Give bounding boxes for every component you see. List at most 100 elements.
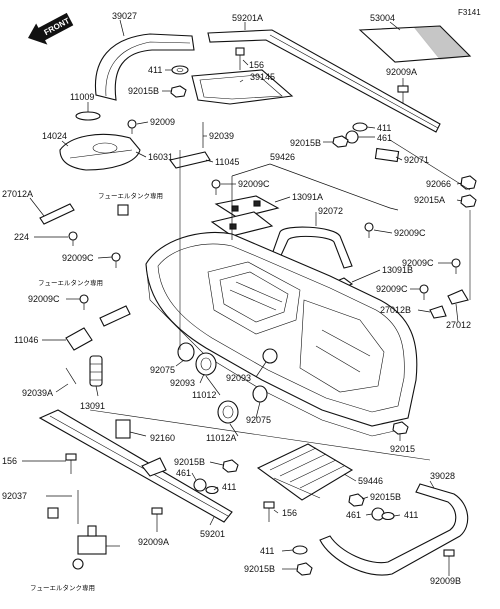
nut-92015b-c (222, 459, 239, 473)
nut-92015b-b (332, 135, 349, 148)
leader-lines (22, 19, 471, 576)
part-92071 (374, 147, 400, 163)
fastener-156-a (235, 47, 245, 70)
callout-461-b: 461 (176, 468, 191, 478)
nut-92015b-a (170, 85, 187, 98)
callout-411-c: 411 (222, 482, 236, 492)
washer-411-e (292, 545, 308, 555)
washer-411-a (171, 65, 189, 75)
callout-92009c-d: 92009C (402, 258, 434, 268)
callout-411-d: 411 (404, 510, 418, 520)
note-fuel-tank-2: フューエルタンク専用 (38, 278, 103, 287)
callout-27012: 27012 (446, 320, 471, 330)
callout-92075-a: 92075 (150, 365, 175, 375)
callout-39145: 39145 (250, 72, 275, 82)
part-13091-clip (89, 355, 103, 387)
callout-92037: 92037 (2, 491, 27, 501)
figure-code: F3141 (458, 8, 481, 17)
part-92072-grip (269, 226, 353, 269)
bolt-156-b (65, 453, 77, 474)
callout-224: 224 (14, 232, 29, 242)
callout-59426: 59426 (270, 152, 295, 162)
callout-14024: 14024 (42, 131, 67, 141)
callout-411-e: 411 (260, 546, 274, 556)
part-92093-grommet-b (262, 348, 278, 364)
callout-59201: 59201 (200, 529, 225, 539)
callout-92009-a: 92009 (150, 117, 175, 127)
screw-92009c-d (451, 258, 461, 274)
callout-11009: 11009 (70, 92, 94, 102)
part-fuel-valve (47, 507, 120, 570)
washer-411-c (205, 485, 219, 495)
callout-92072: 92072 (318, 206, 343, 216)
part-59426-deck (145, 231, 418, 437)
callout-27012a: 27012A (2, 189, 33, 199)
part-59201a-rail (207, 29, 441, 133)
screw-92009c-c (364, 222, 374, 238)
callout-27012b: 27012B (380, 305, 411, 315)
nut-92015b-d (348, 493, 365, 507)
callout-59201a: 59201A (232, 13, 263, 23)
note-fuel-tank-3: フューエルタンク専用 (30, 583, 95, 592)
callout-92071: 92071 (404, 155, 429, 165)
part-small-bracket-b (99, 305, 131, 327)
callout-92160: 92160 (150, 433, 175, 443)
callout-92009c-c: 92009C (394, 228, 426, 238)
part-11012a-grommet (217, 400, 239, 424)
callout-53004: 53004 (370, 13, 395, 23)
callout-labels: 39027 59201A 53004 411 156 39145 92009A … (2, 11, 471, 592)
part-27012a-clip (39, 203, 75, 225)
nut-92015 (392, 421, 409, 435)
part-92066-cap (460, 175, 477, 190)
callout-13091: 13091 (80, 401, 105, 411)
callout-92015b-d: 92015B (370, 492, 401, 502)
washer-411-b (352, 122, 368, 132)
callout-39028: 39028 (430, 471, 455, 481)
callout-92009a-a: 92009A (386, 67, 417, 77)
callout-92009c-a: 92009C (238, 179, 270, 189)
callout-92009a-b: 92009A (138, 537, 169, 547)
callout-92015b-b: 92015B (290, 138, 321, 148)
callout-11012: 11012 (192, 390, 216, 400)
callout-92009c-b: 92009C (62, 253, 94, 263)
callout-156-c: 156 (282, 508, 297, 518)
part-53004-mat (358, 25, 472, 63)
bolt-92009b (443, 549, 455, 568)
callout-411-b: 411 (377, 123, 391, 133)
screw-92009c-a (211, 179, 221, 195)
part-92039a-pin (65, 367, 77, 385)
screw-92009-a (127, 119, 137, 134)
callout-13091a: 13091A (292, 192, 323, 202)
part-59201-rail (38, 409, 233, 523)
part-small-bracket-a (117, 204, 129, 216)
part-14024-cover (59, 133, 141, 171)
bolt-156-c (263, 501, 275, 522)
callout-92093-b: 92093 (226, 373, 251, 383)
callout-92093-a: 92093 (170, 378, 195, 388)
screw-92009c-f (79, 294, 89, 310)
collar-461-c (371, 507, 385, 521)
callout-92066: 92066 (426, 179, 451, 189)
bolt-224 (68, 231, 78, 246)
callout-92015: 92015 (390, 444, 415, 454)
part-92075-plug-a (177, 342, 195, 362)
front-arrow: FRONT (28, 12, 74, 45)
collar-461-b (193, 478, 207, 492)
callout-92015b-a: 92015B (128, 86, 159, 96)
screw-92009c-e (419, 284, 429, 300)
callout-156-a: 156 (249, 60, 264, 70)
part-11045-strap (169, 151, 211, 169)
screw-92009c-b (111, 252, 121, 268)
part-39145-cover (191, 69, 294, 105)
callout-11012a: 11012A (206, 433, 236, 443)
part-11046-bracket (65, 327, 93, 351)
callout-156-b: 156 (2, 456, 17, 466)
callout-92015a: 92015A (414, 195, 445, 205)
part-11009-gasket (75, 111, 101, 121)
part-11012-grommet (195, 352, 217, 376)
nut-92015b-e (296, 562, 313, 576)
part-27012b-bracket (429, 305, 447, 319)
note-fuel-tank-1: フューエルタンク専用 (98, 191, 163, 200)
callout-92015b-c: 92015B (174, 457, 205, 467)
